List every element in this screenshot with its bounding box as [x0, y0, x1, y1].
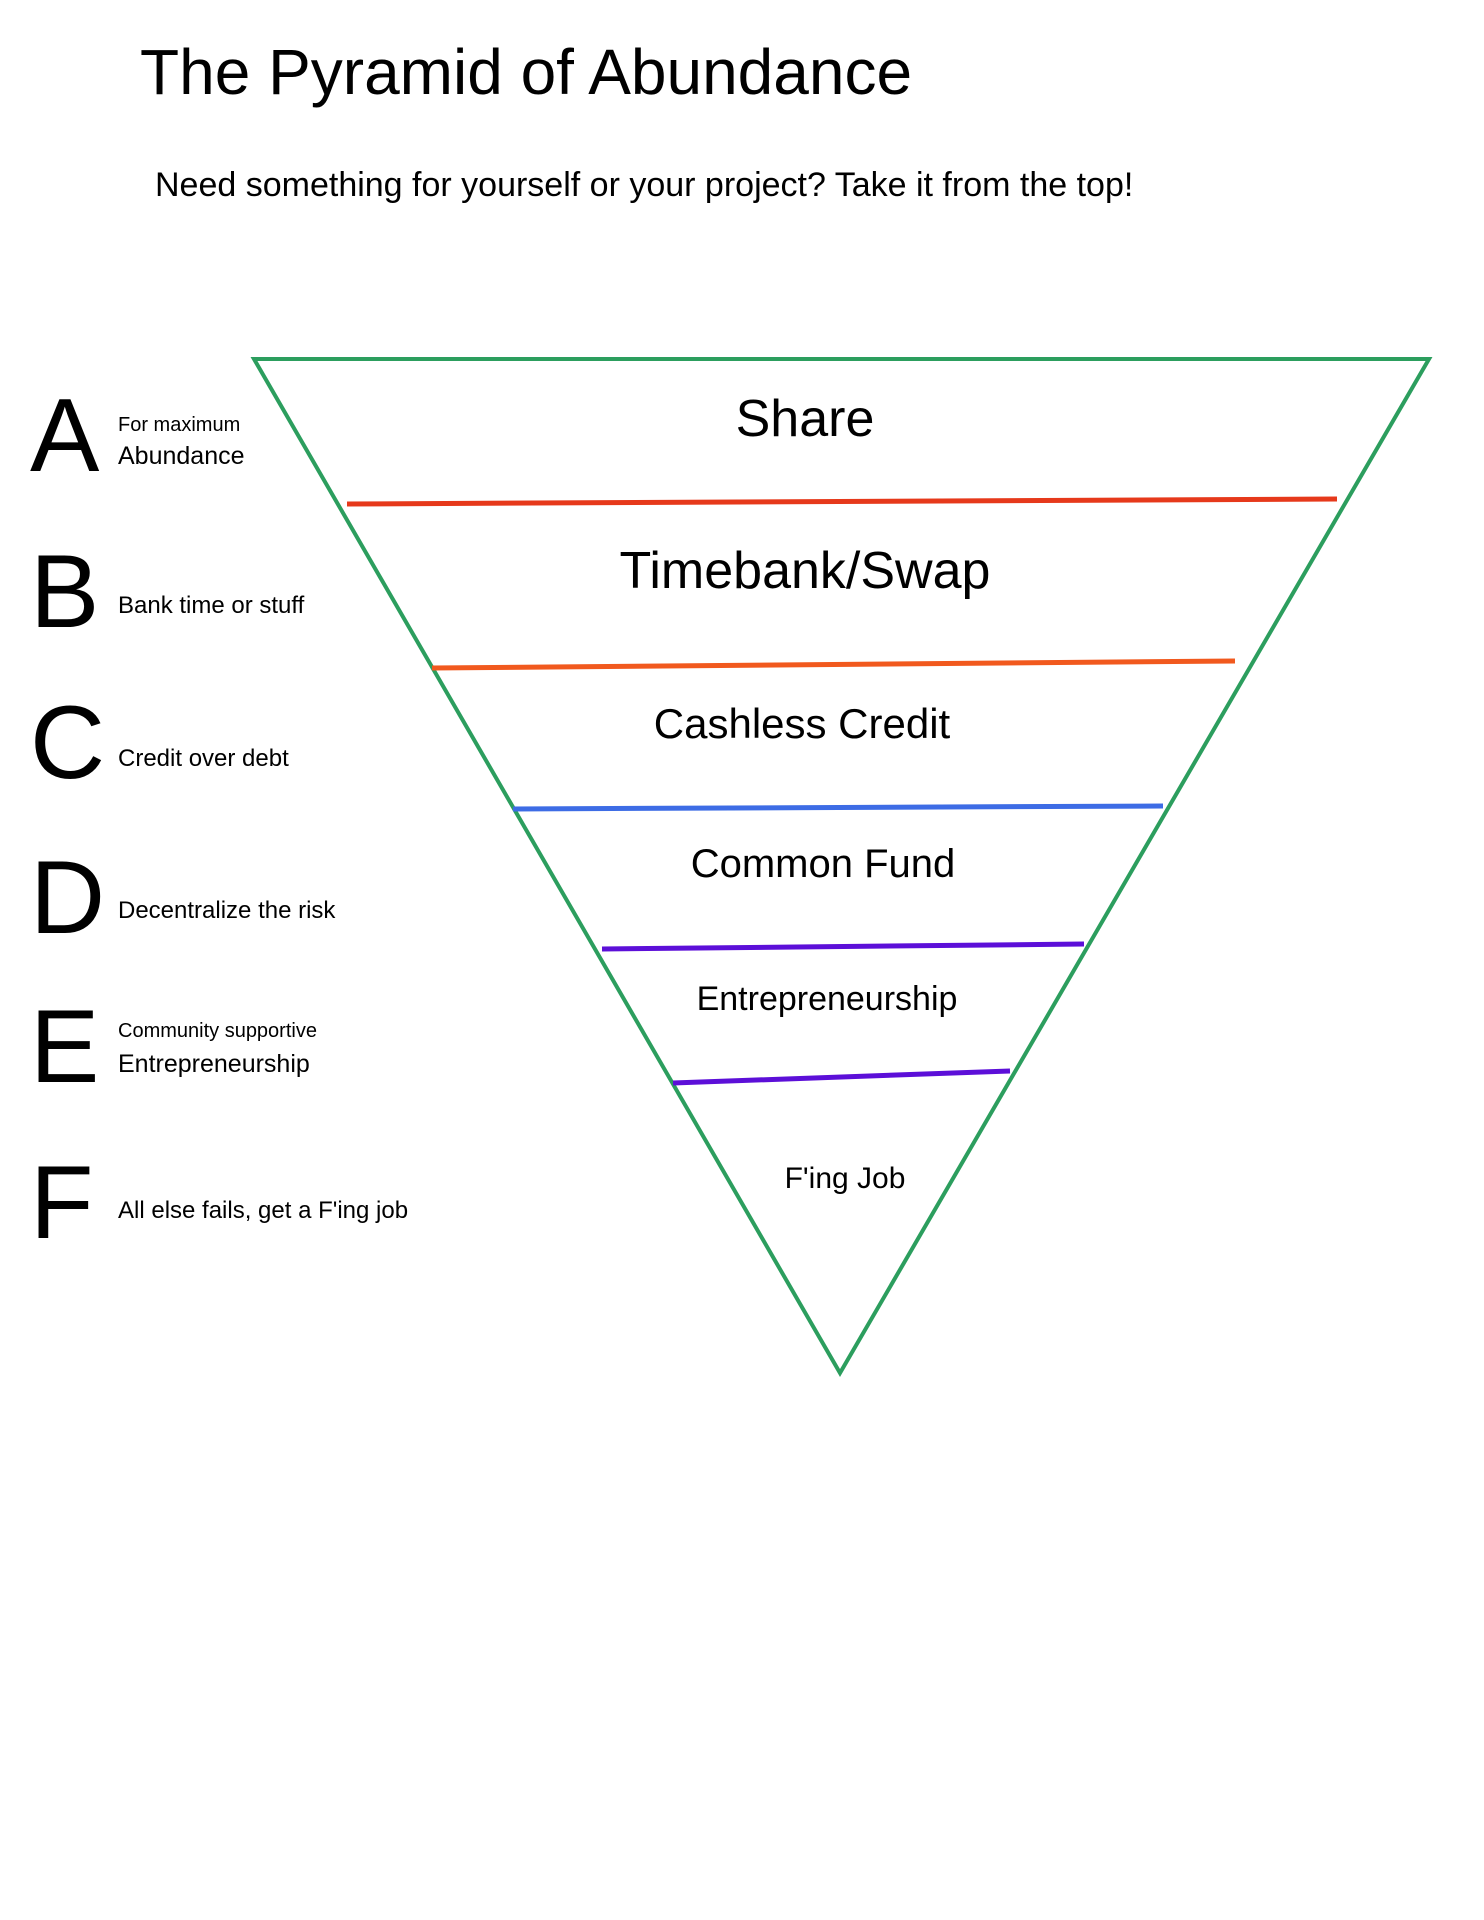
legend-text-e: Entrepreneurship: [118, 1050, 310, 1078]
divider-cashless-commonfund: [512, 803, 1164, 812]
level-label-entrepreneurship: Entrepreneurship: [696, 980, 958, 1018]
legend-note-a: For maximum: [118, 414, 241, 436]
legend-text-b: Bank time or stuff: [118, 592, 305, 619]
legend-text-a: Abundance: [118, 442, 245, 470]
legend-letter-e: E: [30, 989, 100, 1105]
legend-letter-f: F: [30, 1145, 94, 1261]
legend-letter-a: A: [30, 378, 100, 494]
level-label-fing-job: F'ing Job: [784, 1162, 906, 1195]
legend-text-c: Credit over debt: [118, 745, 289, 772]
page-title: The Pyramid of Abundance: [140, 36, 913, 108]
level-label-common-fund: Common Fund: [690, 842, 956, 886]
legend-letter-d: D: [30, 840, 106, 956]
level-label-timebank-swap: Timebank/Swap: [619, 542, 991, 600]
pyramid-outline-triangle: [250, 357, 1433, 1377]
legend-letter-c: C: [30, 685, 106, 801]
divider-entrepreneurship-job: [672, 1068, 1011, 1086]
legend-note-e: Community supportive: [118, 1020, 317, 1042]
legend-text-f: All else fails, get a F'ing job: [118, 1197, 409, 1224]
page-subtitle: Need something for yourself or your proj…: [155, 166, 1134, 204]
legend-text-d: Decentralize the risk: [118, 897, 336, 924]
divider-share-timebank: [346, 496, 1338, 507]
divider-timebank-cashless: [431, 658, 1236, 671]
level-label-share: Share: [735, 390, 875, 448]
level-label-cashless-credit: Cashless Credit: [653, 700, 951, 747]
divider-commonfund-entrepreneurship: [601, 941, 1085, 952]
legend-letter-b: B: [30, 534, 100, 650]
